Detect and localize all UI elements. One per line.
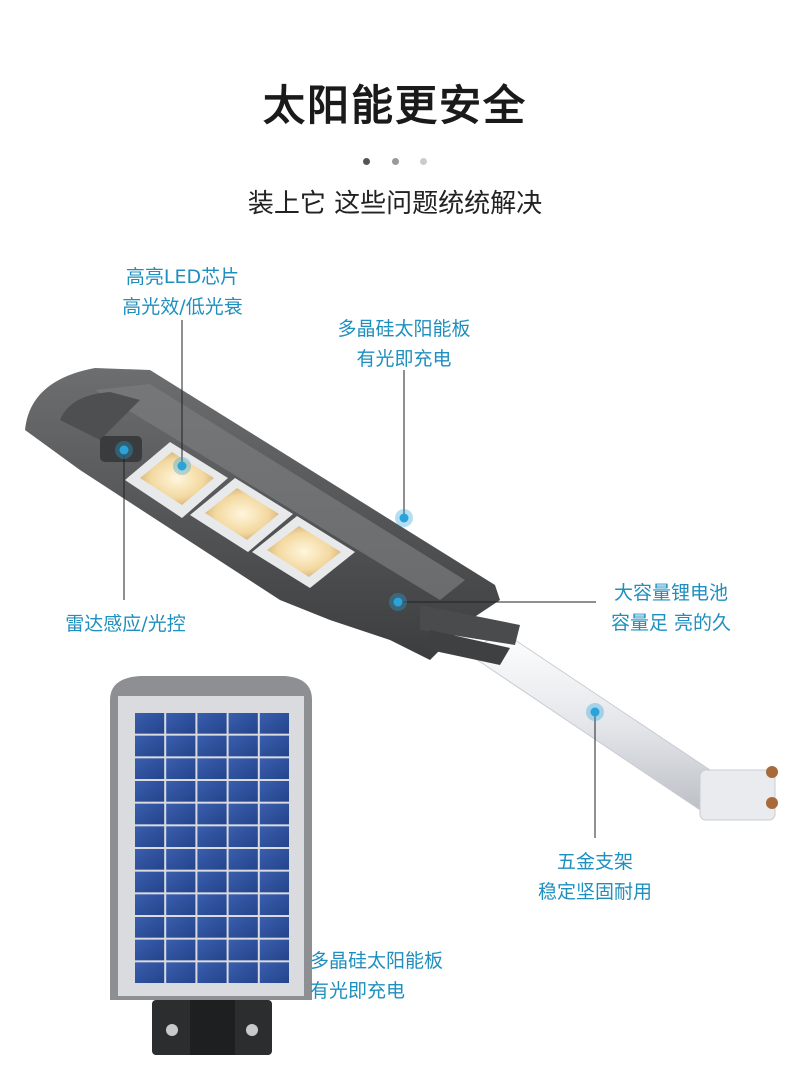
solar-cell	[197, 826, 227, 847]
solar-cell	[259, 962, 289, 983]
solar-cell	[228, 962, 258, 983]
solar-cell	[166, 735, 196, 757]
callout-led: 高亮LED芯片 高光效/低光衰	[100, 262, 265, 322]
solar-cell	[259, 735, 289, 757]
callout-battery: 大容量锂电池 容量足 亮的久	[596, 578, 746, 638]
led-module-2	[190, 478, 293, 552]
solar-cell	[197, 939, 227, 961]
solar-cell	[259, 781, 289, 802]
callout-radar-line1: 雷达感应/光控	[65, 613, 186, 635]
callout-bracket-line2: 稳定坚固耐用	[537, 881, 652, 903]
solar-cell	[228, 758, 258, 779]
callout-radar: 雷达感应/光控	[48, 609, 203, 639]
solar-cell	[135, 871, 165, 893]
solar-cell	[228, 803, 258, 825]
solar-cell	[197, 781, 227, 802]
callout-led-line2: 高光效/低光衰	[122, 296, 243, 318]
callout-solar-top-line1: 多晶硅太阳能板	[337, 318, 471, 340]
marker-bracket	[586, 703, 604, 721]
pagination-dots	[0, 150, 790, 169]
solar-cell	[197, 803, 227, 825]
solar-cell	[228, 735, 258, 757]
solar-cell	[228, 826, 258, 847]
callout-solar-bottom-line2: 有光即充电	[310, 980, 406, 1002]
page-subtitle: 装上它 这些问题统统解决	[247, 189, 543, 219]
callout-solar-top-line2: 有光即充电	[356, 348, 452, 370]
solar-cell	[166, 962, 196, 983]
solar-cell	[228, 713, 258, 734]
callout-solar-bottom-line1: 多晶硅太阳能板	[310, 950, 444, 972]
solar-cell	[259, 849, 289, 870]
solar-cell	[166, 781, 196, 802]
callout-battery-line2: 容量足 亮的久	[610, 612, 732, 634]
page-title: 太阳能更安全	[262, 81, 527, 130]
solar-cell	[166, 713, 196, 734]
callout-battery-line1: 大容量锂电池	[613, 582, 728, 604]
solar-cell	[228, 871, 258, 893]
solar-cell	[259, 803, 289, 825]
solar-cell	[135, 781, 165, 802]
solar-cell	[197, 758, 227, 779]
solar-cell	[259, 826, 289, 847]
solar-cell	[259, 713, 289, 734]
dot-2	[391, 158, 399, 165]
solar-cell	[166, 758, 196, 779]
solar-cell	[228, 894, 258, 915]
solar-cell	[259, 894, 289, 915]
callout-lines	[123, 320, 596, 838]
solar-cell	[135, 735, 165, 757]
solar-cell	[197, 713, 227, 734]
solar-cell	[259, 871, 289, 893]
marker-solar	[395, 509, 413, 527]
solar-cell	[135, 803, 165, 825]
solar-cell	[135, 917, 165, 938]
callout-solar-top: 多晶硅太阳能板 有光即充电	[318, 314, 490, 374]
solar-cell	[197, 917, 227, 938]
led-module-1	[125, 442, 228, 518]
solar-cell	[197, 735, 227, 757]
callout-bracket-line1: 五金支架	[556, 851, 633, 873]
solar-cell	[135, 758, 165, 779]
solar-cell	[166, 917, 196, 938]
solar-cell	[228, 781, 258, 802]
solar-cell	[135, 826, 165, 847]
callout-markers	[115, 441, 604, 721]
marker-radar	[115, 441, 133, 459]
callout-led-line1: 高亮LED芯片	[125, 266, 240, 288]
solar-cell	[197, 962, 227, 983]
dot-1	[363, 158, 371, 165]
solar-cell	[228, 939, 258, 961]
solar-cell	[166, 894, 196, 915]
solar-cell	[135, 962, 165, 983]
solar-cell	[259, 917, 289, 938]
solar-cell	[197, 871, 227, 893]
solar-cell	[135, 894, 165, 915]
solar-cell	[166, 803, 196, 825]
solar-panel	[110, 676, 312, 1055]
dot-3	[419, 158, 427, 165]
solar-cell	[166, 871, 196, 893]
solar-cell	[135, 939, 165, 961]
solar-cell	[228, 917, 258, 938]
callout-solar-bottom: 多晶硅太阳能板 有光即充电	[310, 946, 482, 1006]
solar-cell	[135, 713, 165, 734]
marker-led	[173, 457, 191, 475]
solar-cell	[166, 939, 196, 961]
led-module-3	[252, 516, 355, 588]
callout-bracket: 五金支架 稳定坚固耐用	[520, 847, 670, 907]
street-lamp-body	[25, 368, 520, 665]
solar-cell	[135, 849, 165, 870]
solar-cell	[166, 849, 196, 870]
solar-cell	[197, 894, 227, 915]
solar-cell	[259, 939, 289, 961]
solar-cell	[228, 849, 258, 870]
marker-battery	[389, 593, 407, 611]
solar-cell	[259, 758, 289, 779]
solar-cell	[166, 826, 196, 847]
solar-cell	[197, 849, 227, 870]
mounting-pole	[469, 629, 778, 821]
